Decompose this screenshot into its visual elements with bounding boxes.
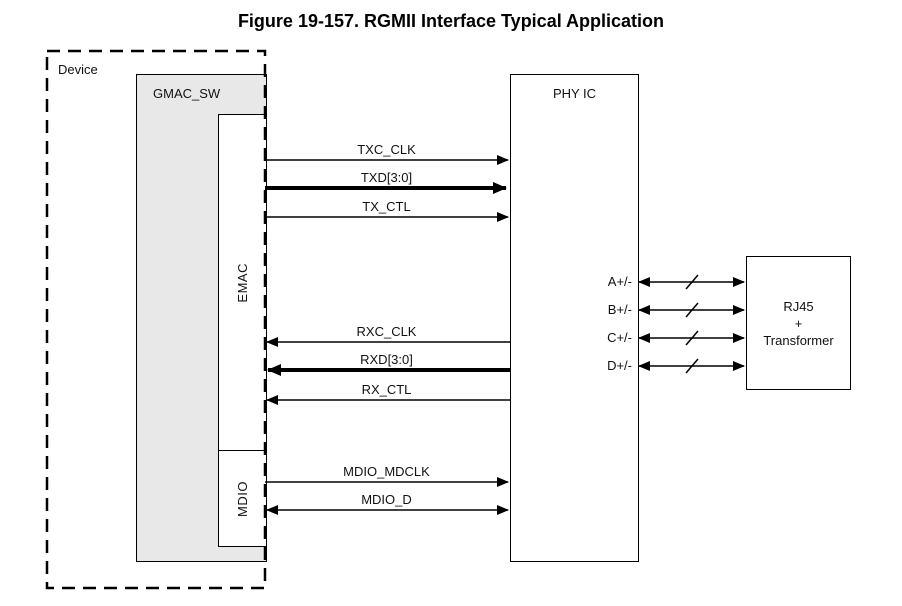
signal-label-rxd: RXD[3:0] [360, 352, 413, 367]
mdio-label: MDIO [235, 480, 250, 517]
rj45-label-line1: RJ45 [783, 298, 814, 314]
device-label: Device [58, 62, 98, 77]
pair-label-d: D+/- [607, 358, 632, 373]
pair-wires [638, 274, 745, 374]
rj45-transformer-box: RJ45 + Transformer [746, 256, 851, 390]
rj45-label-line3: Transformer [763, 332, 834, 348]
gmac-sw-label: GMAC_SW [153, 86, 221, 101]
signal-label-mdio-d: MDIO_D [361, 492, 412, 507]
pair-label-a: A+/- [607, 274, 632, 289]
signal-label-tx-ctl: TX_CTL [362, 199, 411, 214]
pair-b-slash [685, 302, 699, 318]
pair-a-slash [685, 274, 699, 290]
pair-label-b: B+/- [607, 302, 632, 317]
signal-label-rxc-clk: RXC_CLK [356, 324, 417, 339]
emac-box: EMAC [218, 114, 267, 452]
pair-d-slash [685, 358, 699, 374]
pair-c-slash [685, 330, 699, 346]
figure-title: Figure 19-157. RGMII Interface Typical A… [237, 11, 665, 31]
mdio-box: MDIO [218, 450, 267, 547]
emac-label: EMAC [235, 263, 250, 303]
signal-label-mdio-mdclk: MDIO_MDCLK [343, 464, 430, 479]
phy-ic-label: PHY IC [552, 86, 597, 101]
signal-label-rx-ctl: RX_CTL [361, 382, 412, 397]
rj45-label-line2: + [794, 315, 803, 331]
signal-label-txc-clk: TXC_CLK [357, 142, 416, 157]
signal-label-txd: TXD[3:0] [360, 170, 413, 185]
phy-ic-box: PHY IC [510, 74, 639, 562]
pair-label-c: C+/- [607, 330, 632, 345]
